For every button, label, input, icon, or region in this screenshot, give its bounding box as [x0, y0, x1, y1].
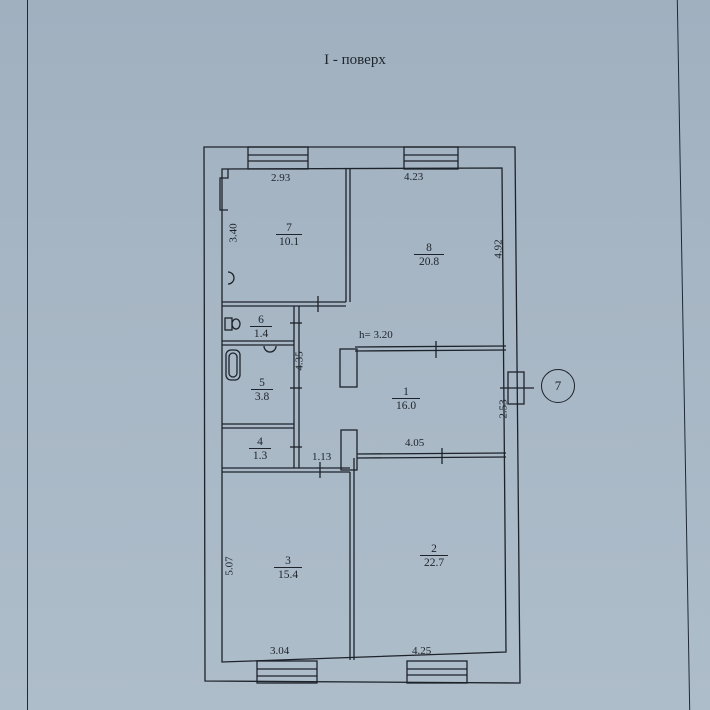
room-7-label: 7 10.1: [276, 222, 302, 248]
room-2-number: 2: [431, 543, 437, 555]
room-2-label: 2 22.7: [420, 543, 448, 569]
room-4-area: 1.3: [249, 448, 271, 462]
room-6-label: 6 1.4: [250, 314, 272, 340]
room-5-number: 5: [259, 377, 265, 389]
ceiling-height: h= 3.20: [359, 329, 393, 341]
room-8-number: 8: [426, 242, 432, 254]
axis-marker-label: 7: [554, 378, 562, 393]
room-7-number: 7: [286, 222, 292, 234]
axis-marker: 7: [541, 369, 575, 403]
room-3-number: 3: [285, 555, 291, 567]
dim-room1-width: 4.05: [405, 437, 425, 449]
room-5-area: 3.8: [251, 389, 273, 403]
dim-corridor-length: 4.35: [293, 351, 306, 371]
room-1-area: 16.0: [392, 398, 420, 412]
room-3-label: 3 15.4: [274, 555, 302, 581]
dim-room7-depth: 3.40: [227, 223, 240, 243]
room-7-area: 10.1: [276, 234, 302, 248]
room-6-area: 1.4: [250, 326, 272, 340]
dim-room3-depth: 5.07: [223, 556, 236, 576]
dim-corridor-width: 1.13: [312, 451, 332, 463]
room-3-area: 15.4: [274, 567, 302, 581]
room-4-number: 4: [257, 436, 263, 448]
dim-room1-depth: 2.53: [497, 399, 510, 419]
floor-title: I - поверх: [324, 52, 386, 68]
room-5-label: 5 3.8: [251, 377, 273, 403]
room-1-number: 1: [403, 386, 409, 398]
page-frame-left: [27, 0, 28, 710]
room-8-area: 20.8: [414, 254, 444, 268]
dim-room7-width: 2.93: [271, 172, 291, 184]
room-8-label: 8 20.8: [414, 242, 444, 268]
room-6-number: 6: [258, 314, 264, 326]
room-2-area: 22.7: [420, 555, 448, 569]
dim-room8-width: 4.23: [404, 171, 424, 183]
room-1-label: 1 16.0: [392, 386, 420, 412]
dim-room3-width: 3.04: [270, 645, 290, 657]
dim-room2-width: 4.25: [412, 645, 432, 657]
dim-room8-depth: 4.92: [492, 239, 505, 259]
room-4-label: 4 1.3: [249, 436, 271, 462]
